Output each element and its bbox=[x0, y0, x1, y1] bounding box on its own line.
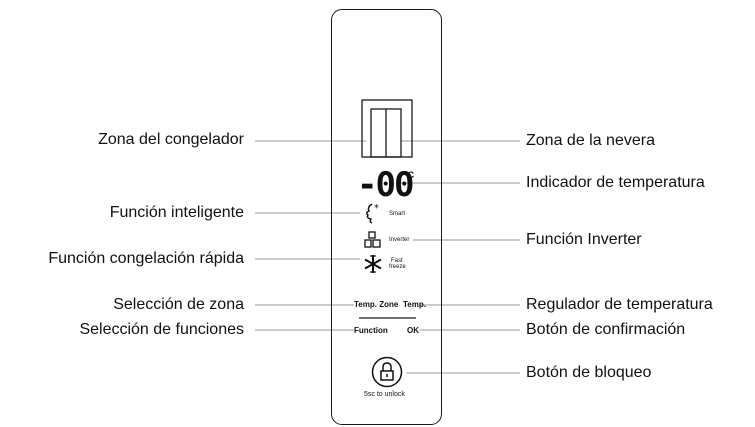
label-zone-select: Selección de zona bbox=[113, 296, 244, 313]
function-button[interactable]: Function bbox=[354, 326, 388, 335]
label-inverter: Función Inverter bbox=[526, 231, 642, 248]
snowflake-icon bbox=[364, 255, 382, 273]
temp-button[interactable]: Temp. bbox=[403, 300, 426, 309]
inverter-icon bbox=[364, 231, 381, 248]
ok-button[interactable]: OK bbox=[407, 326, 419, 335]
lock-icon[interactable] bbox=[371, 356, 403, 388]
label-smart-function: Función inteligente bbox=[109, 204, 244, 221]
label-confirm: Botón de confirmación bbox=[526, 321, 686, 338]
fast-freeze-label-1: Fast bbox=[391, 258, 403, 264]
unlock-hint: 5sc to unlock bbox=[364, 391, 405, 398]
label-fridge-zone: Zona de la nevera bbox=[526, 132, 655, 149]
smart-label: Smart bbox=[389, 211, 406, 217]
temp-zone-button[interactable]: Temp. Zone bbox=[354, 300, 399, 309]
label-temp-regulator: Regulador de temperatura bbox=[526, 296, 713, 313]
label-function-select: Selección de funciones bbox=[79, 321, 244, 338]
fast-freeze-label-2: freeze bbox=[389, 264, 406, 270]
temperature-unit: °C bbox=[404, 170, 415, 180]
inverter-label: Inverter bbox=[389, 237, 410, 243]
label-temp-indicator: Indicador de temperatura bbox=[526, 174, 705, 191]
temperature-digits: -00 bbox=[357, 165, 414, 205]
face-icon: * bbox=[366, 203, 379, 224]
label-freezer-zone: Zona del congelador bbox=[98, 131, 244, 148]
label-lock: Botón de bloqueo bbox=[526, 364, 652, 381]
svg-text:*: * bbox=[374, 203, 379, 214]
control-panel bbox=[331, 9, 442, 425]
label-quick-freeze: Función congelación rápida bbox=[48, 250, 244, 267]
